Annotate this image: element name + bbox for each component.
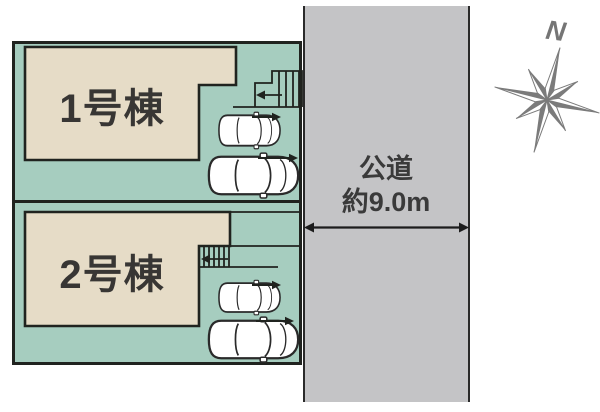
compass-rose-icon <box>494 47 600 153</box>
road-name: 公道 <box>359 154 413 184</box>
north-label: N <box>544 14 568 48</box>
road-width-value: 約9.0m <box>341 187 431 217</box>
lot-divider-line <box>12 200 302 203</box>
road-width-arrow <box>304 222 469 233</box>
public-road <box>303 6 470 402</box>
car-icon <box>207 315 300 364</box>
stairs-1-icon <box>233 70 303 108</box>
building-1-label: 1号棟 <box>59 87 165 131</box>
stairs-2-direction-arrow <box>201 254 228 264</box>
stairs-2-icon <box>199 211 302 268</box>
road-label: 公道 約9.0m <box>318 153 454 219</box>
car-direction-arrow <box>252 280 294 326</box>
stairs-1-direction-arrow <box>256 90 282 100</box>
building-2-label: 2号棟 <box>59 252 165 297</box>
building-2-footprint <box>23 210 232 328</box>
car-direction-arrow <box>252 112 298 163</box>
car-icon <box>207 151 300 200</box>
building-1-footprint <box>23 45 238 162</box>
